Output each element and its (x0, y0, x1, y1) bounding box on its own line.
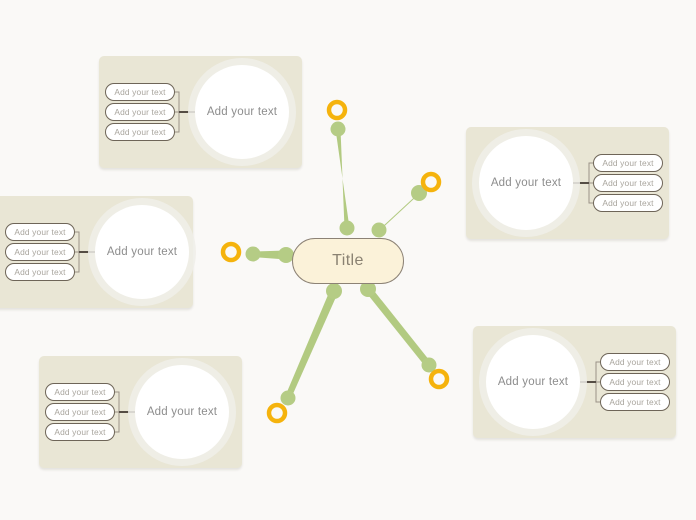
pill-item[interactable]: Add your text (45, 423, 115, 441)
cluster-circle-node[interactable]: Add your text (135, 365, 229, 459)
branch-inner-dot (326, 283, 342, 299)
pill-label: Add your text (602, 178, 654, 188)
pill-item[interactable]: Add your text (600, 373, 670, 391)
cluster-circle-label: Add your text (490, 177, 562, 189)
pill-label: Add your text (114, 127, 166, 137)
pill-label: Add your text (609, 357, 661, 367)
branch-outer-dot (280, 390, 296, 406)
cluster-circle-node[interactable]: Add your text (95, 205, 189, 299)
pill-item[interactable]: Add your text (45, 383, 115, 401)
cluster-bottom-left[interactable]: Add your text Add your text Add your tex… (39, 356, 242, 468)
cluster-circle-label: Add your text (206, 106, 278, 118)
pill-item[interactable]: Add your text (45, 403, 115, 421)
pill-item[interactable]: Add your text (5, 223, 75, 241)
branch-outer-dot (411, 185, 427, 201)
branch-lower-right (360, 281, 450, 390)
branch-inner-dot (371, 222, 387, 238)
pill-item[interactable]: Add your text (600, 353, 670, 371)
ring-marker (266, 402, 288, 424)
pill-label: Add your text (602, 158, 654, 168)
pill-label: Add your text (114, 87, 166, 97)
cluster-circle-label: Add your text (106, 246, 178, 258)
branch-outer-dot (245, 246, 261, 262)
branch-inner-dot (339, 220, 355, 236)
branch-left (220, 241, 294, 263)
branch-lower-left (266, 283, 342, 424)
cluster-bottom-right[interactable]: Add your text Add your text Add your tex… (473, 326, 676, 438)
pill-label: Add your text (609, 397, 661, 407)
cluster-circle-node[interactable]: Add your text (195, 65, 289, 159)
pill-item[interactable]: Add your text (593, 154, 663, 172)
pill-item[interactable]: Add your text (5, 243, 75, 261)
pill-item[interactable]: Add your text (593, 194, 663, 212)
central-title-node[interactable]: Title (292, 238, 404, 284)
cluster-top-left[interactable]: Add your text Add your text Add your tex… (99, 56, 302, 168)
pill-label: Add your text (14, 247, 66, 257)
cluster-circle-node[interactable]: Add your text (486, 335, 580, 429)
ring-marker (220, 241, 242, 263)
cluster-circle-label: Add your text (497, 376, 569, 388)
pill-label: Add your text (54, 387, 106, 397)
cluster-middle-left[interactable]: Add your text Add your text Add your tex… (0, 196, 193, 308)
ring-marker (326, 99, 348, 121)
central-title-label: Title (332, 252, 364, 269)
pill-item[interactable]: Add your text (5, 263, 75, 281)
pill-label: Add your text (602, 198, 654, 208)
branch-outer-dot (330, 121, 346, 137)
pill-item[interactable]: Add your text (600, 393, 670, 411)
pill-label: Add your text (54, 407, 106, 417)
pill-item[interactable]: Add your text (105, 103, 175, 121)
branch-upper-right (371, 171, 442, 238)
pill-label: Add your text (14, 267, 66, 277)
pill-item[interactable]: Add your text (105, 123, 175, 141)
pill-label: Add your text (114, 107, 166, 117)
pill-label: Add your text (54, 427, 106, 437)
ring-marker (420, 171, 442, 193)
branch-top (326, 99, 355, 236)
cluster-top-right[interactable]: Add your text Add your text Add your tex… (466, 127, 669, 239)
cluster-circle-node[interactable]: Add your text (479, 136, 573, 230)
cluster-circle-label: Add your text (146, 406, 218, 418)
pill-label: Add your text (14, 227, 66, 237)
pill-label: Add your text (609, 377, 661, 387)
ring-marker (428, 368, 450, 390)
pill-item[interactable]: Add your text (593, 174, 663, 192)
pill-item[interactable]: Add your text (105, 83, 175, 101)
branch-outer-dot (421, 357, 437, 373)
